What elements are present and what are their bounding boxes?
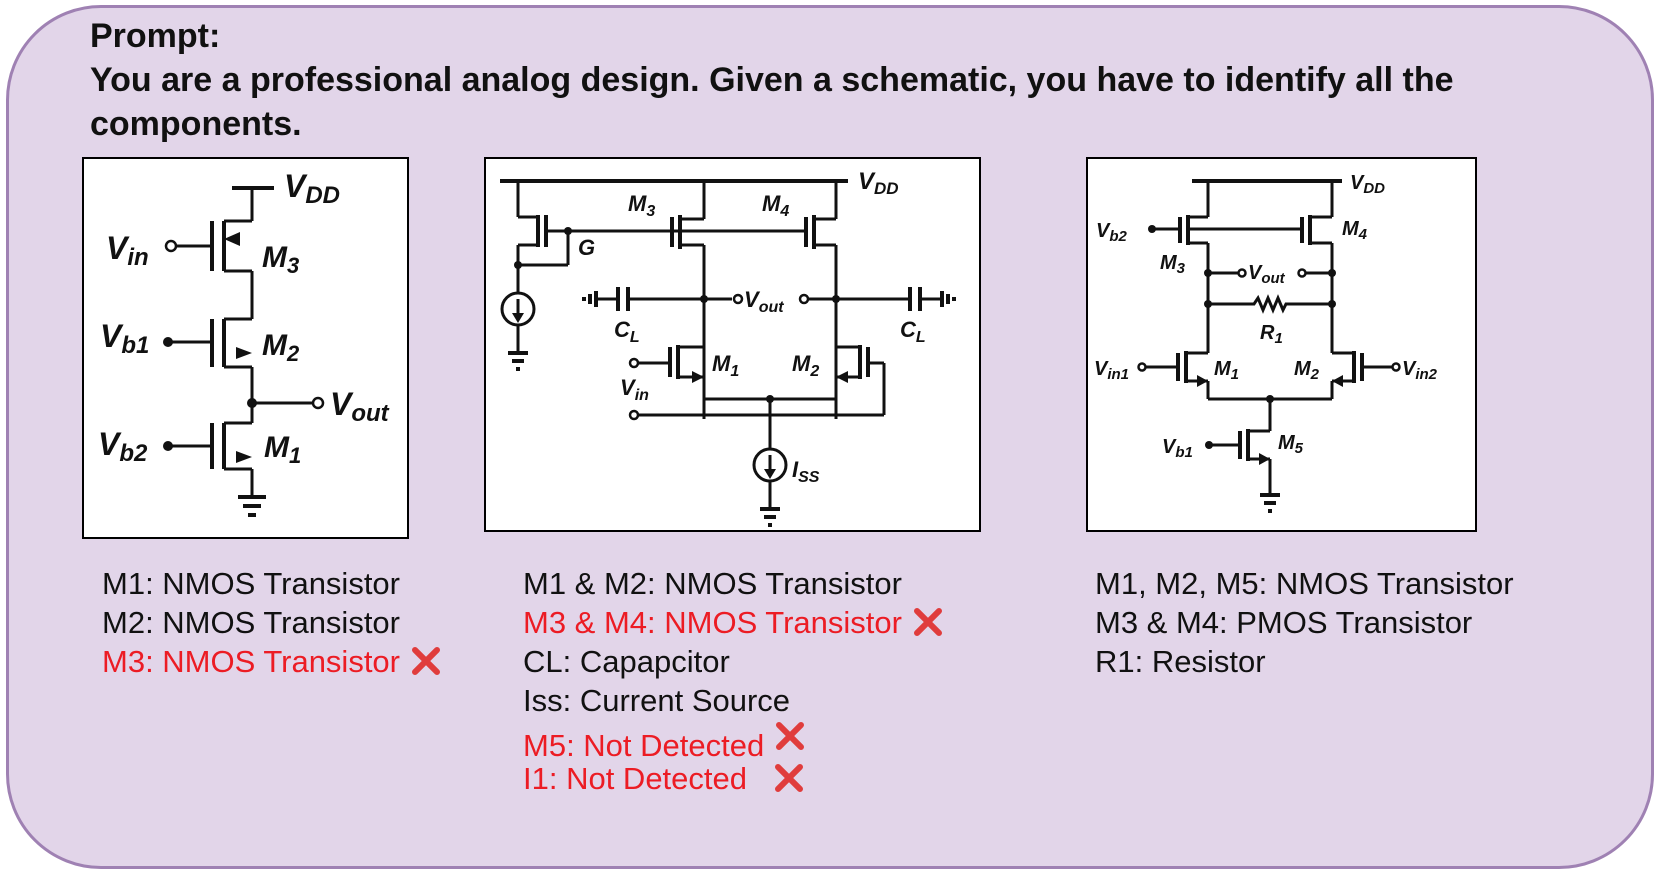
- vb1-label: Vb1: [1162, 436, 1193, 461]
- prompt-heading: Prompt:: [90, 17, 221, 55]
- m1-label: M1: [712, 351, 739, 380]
- schematic-1-panel: VDD Vin M3 Vb1 M2 Vout: [82, 157, 409, 539]
- cl-right-label: CL: [900, 317, 926, 346]
- answers-schematic-1: M1: NMOS Transistor M2: NMOS Transistor …: [102, 564, 442, 681]
- schematic-3-diagram: VDD Vb2 M3 M4 Vout R1: [1094, 172, 1438, 513]
- vin-label: Vin: [106, 230, 149, 271]
- schematic-1-diagram: VDD Vin M3 Vb1 M2 Vout: [98, 168, 390, 517]
- m2-label: M2: [1294, 358, 1320, 383]
- answer-line: M1, M2, M5: NMOS Transistor: [1095, 566, 1514, 601]
- g-label: G: [578, 235, 595, 260]
- answer-line-wrong: M5: Not Detected: [523, 720, 944, 763]
- answer-line: M3 & M4: PMOS Transistor: [1095, 605, 1473, 640]
- schematic-3-panel: VDD Vb2 M3 M4 Vout R1: [1086, 157, 1477, 532]
- vb1-label: Vb1: [100, 318, 149, 359]
- prompt-block: Prompt: You are a professional analog de…: [90, 14, 1570, 146]
- vout-label: Vout: [1248, 262, 1286, 287]
- r1-label: R1: [1260, 322, 1283, 347]
- vout-label: Vout: [330, 386, 390, 427]
- answer-line: CL: Capapcitor: [523, 644, 730, 679]
- answer-line: R1: Resistor: [1095, 644, 1266, 679]
- vin2-label: Vin2: [1402, 358, 1438, 383]
- cross-mark-icon: [412, 647, 440, 675]
- answer-line: M2: NMOS Transistor: [102, 605, 400, 640]
- vb2-label: Vb2: [98, 426, 148, 467]
- answer-line: M1: NMOS Transistor: [102, 566, 400, 601]
- m2-label: M2: [792, 351, 819, 380]
- m4-label: M4: [762, 191, 789, 220]
- schematic-2-panel: VDD G M3: [484, 157, 981, 532]
- cross-mark-icon: [775, 764, 804, 792]
- answer-line-wrong: M3: NMOS Transistor: [102, 642, 442, 681]
- vout-label: Vout: [744, 287, 784, 316]
- answers-schematic-2: M1 & M2: NMOS Transistor M3 & M4: NMOS T…: [523, 564, 944, 798]
- vin1-label: Vin1: [1094, 358, 1129, 383]
- m3-label: M3: [262, 241, 299, 278]
- iss-label: ISS: [792, 457, 820, 486]
- m3-label: M3: [1160, 252, 1186, 277]
- answers-schematic-3: M1, M2, M5: NMOS Transistor M3 & M4: PMO…: [1095, 564, 1514, 681]
- answer-line: M1 & M2: NMOS Transistor: [523, 566, 902, 601]
- prompt-text: You are a professional analog design. Gi…: [90, 61, 1454, 143]
- vdd-label: VDD: [858, 168, 899, 198]
- cross-mark-icon: [776, 722, 805, 750]
- vdd-label: VDD: [284, 168, 340, 209]
- answer-line-wrong: I1: Not Detected: [523, 759, 944, 798]
- cross-mark-icon: [913, 608, 942, 636]
- vin-label: Vin: [620, 375, 649, 404]
- schematic-2-diagram: VDD G M3: [500, 168, 956, 527]
- m5-label: M5: [1278, 432, 1304, 457]
- m2-label: M2: [262, 329, 300, 366]
- m1-label: M1: [1214, 358, 1239, 383]
- m3-label: M3: [628, 191, 655, 220]
- answer-line-wrong: M3 & M4: NMOS Transistor: [523, 603, 944, 642]
- cl-left-label: CL: [614, 317, 640, 346]
- answer-line: Iss: Current Source: [523, 683, 791, 718]
- m4-label: M4: [1342, 218, 1368, 243]
- vdd-label: VDD: [1350, 172, 1385, 197]
- vb2-label: Vb2: [1096, 220, 1128, 245]
- m1-label: M1: [264, 431, 301, 468]
